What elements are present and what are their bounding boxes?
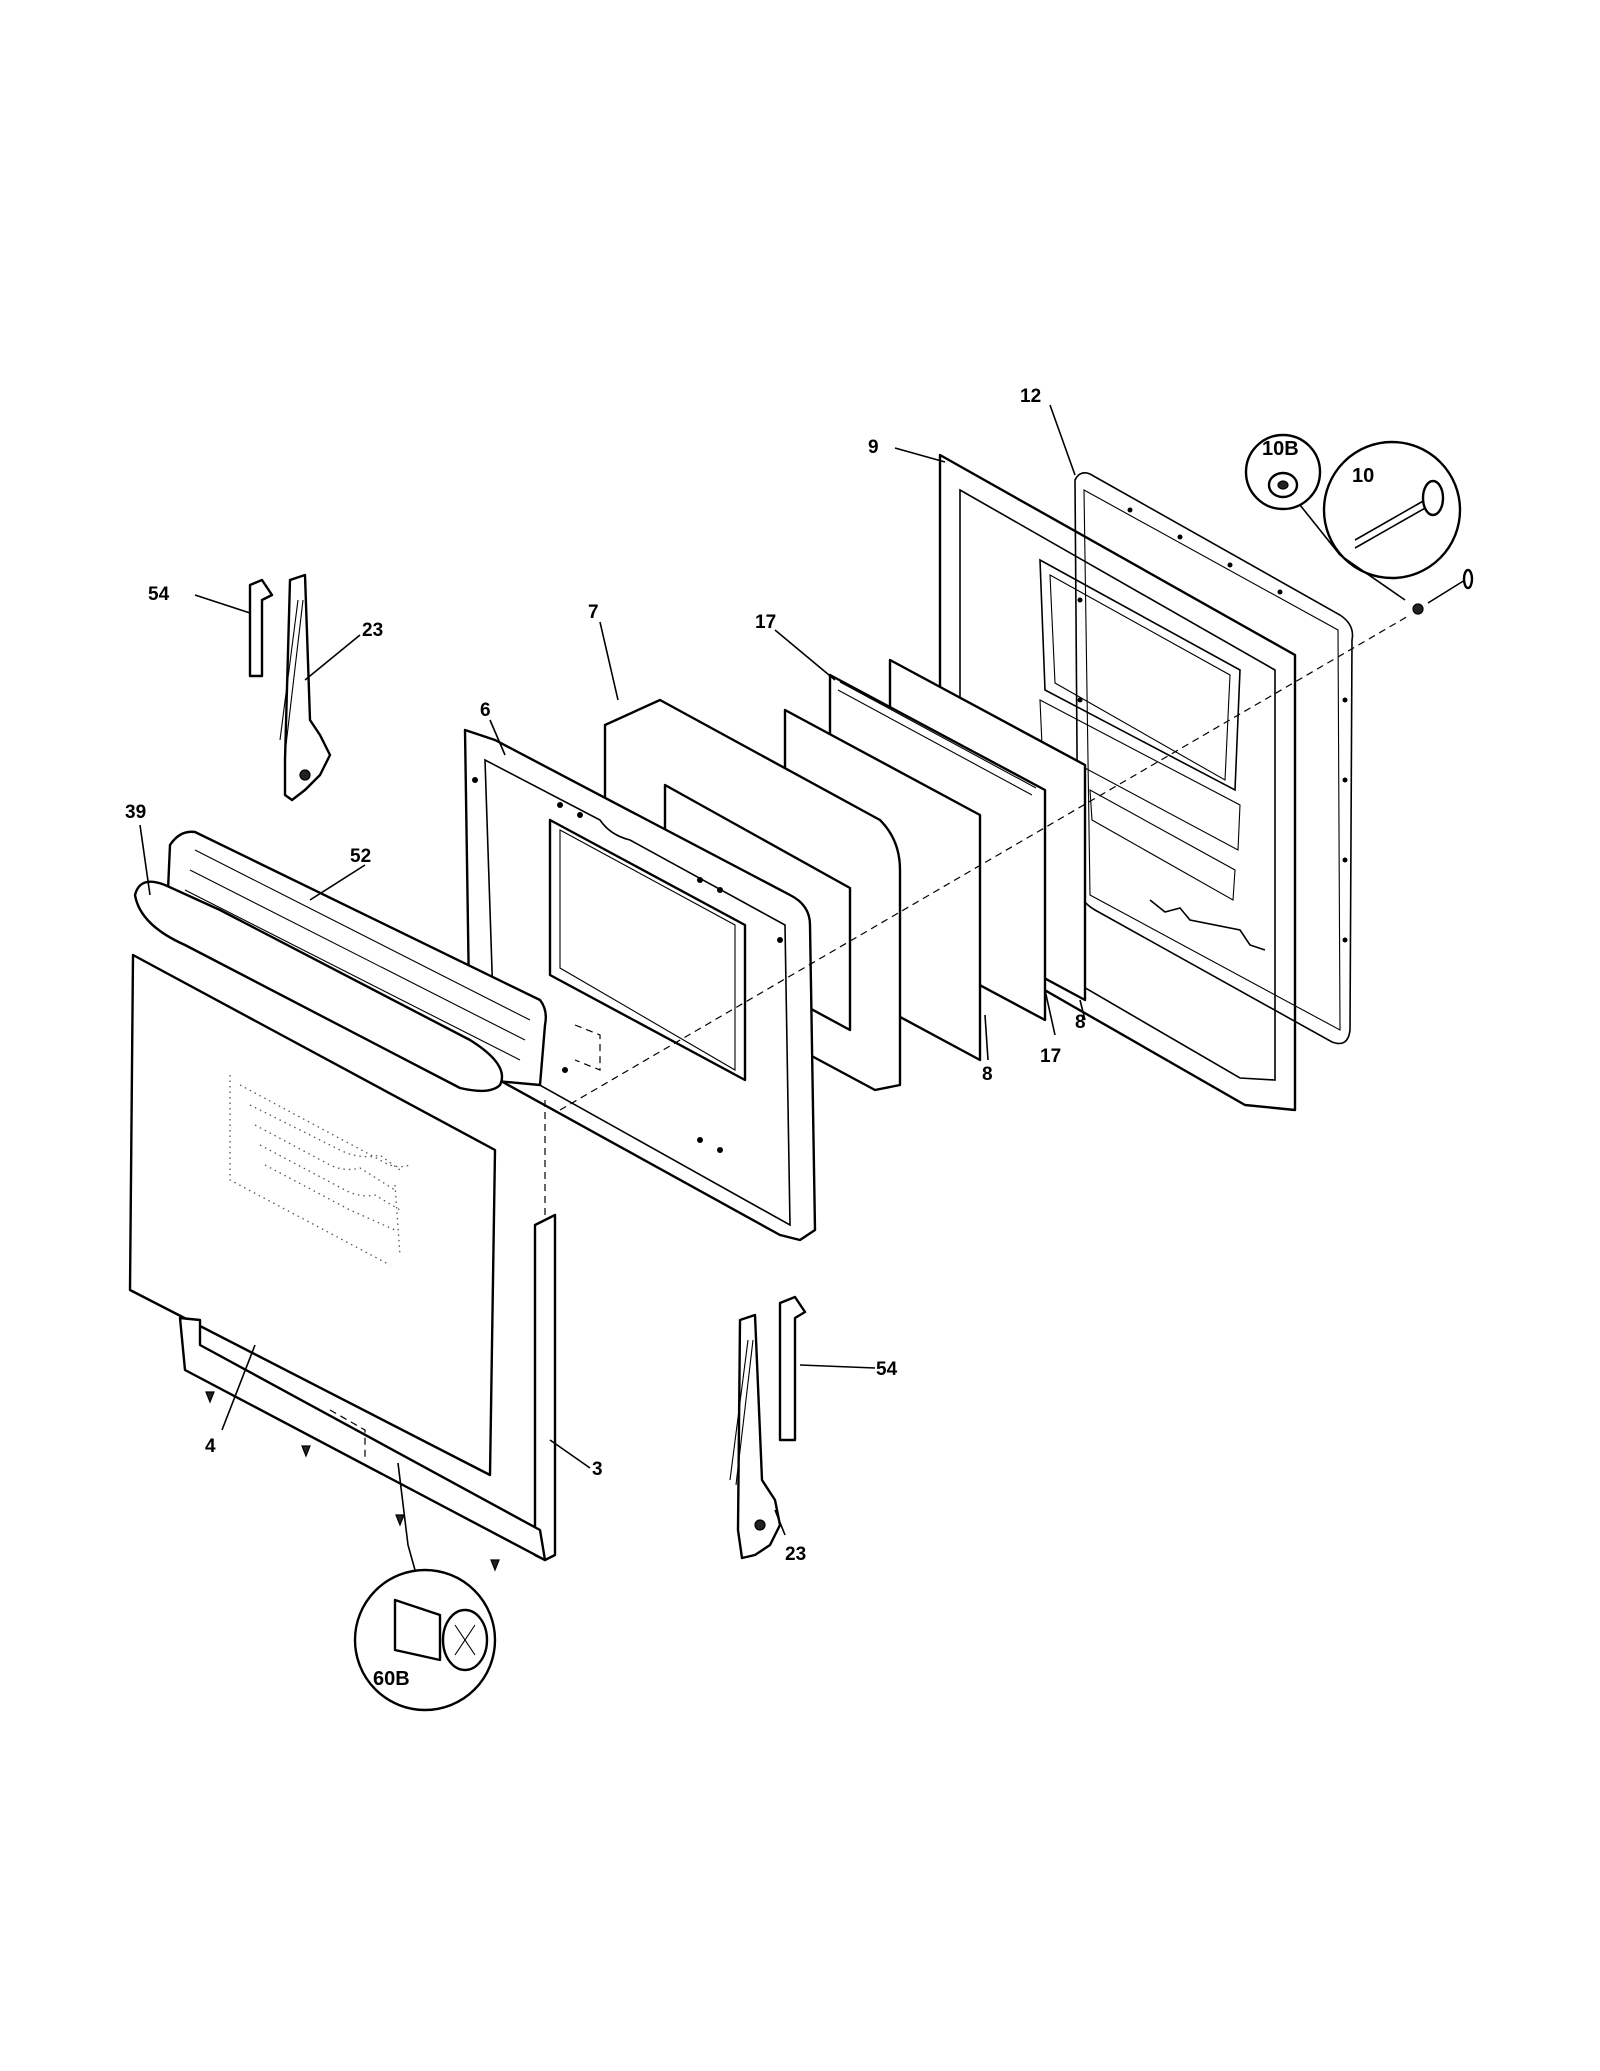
callout-7: 7 [588, 602, 599, 623]
callout-52: 52 [350, 846, 371, 867]
door-screw-10 [1412, 568, 1474, 615]
hinge-bottom-23 [729, 1313, 782, 1560]
callout-23-top: 23 [362, 620, 383, 641]
callout-6: 6 [480, 700, 491, 721]
inner-door-panel-6 [463, 728, 817, 1242]
callout-54-top: 54 [148, 584, 170, 605]
zoom-leader-60b [397, 1462, 416, 1571]
hinge-cover-top-54 [248, 578, 274, 678]
callout-8-left: 8 [982, 1064, 993, 1085]
door-frame-3 [178, 1213, 557, 1562]
zoom-leader-10b [1299, 504, 1406, 601]
door-trim-52 [166, 830, 548, 1087]
zoom-circle-10b [1244, 433, 1322, 511]
callout-8-right: 8 [1075, 1012, 1086, 1033]
zoom-circle-10 [1322, 440, 1462, 580]
callout-3: 3 [592, 1459, 603, 1480]
callout-17-top: 17 [755, 612, 776, 633]
outer-door-glass-4 [128, 953, 497, 1477]
zoom-circle-60b [353, 1568, 497, 1712]
hinge-top-23 [279, 573, 332, 802]
hinge-cover-bottom-54 [778, 1295, 807, 1442]
callout-4: 4 [205, 1436, 216, 1457]
callout-9: 9 [868, 437, 879, 458]
glass-dashed-line [329, 1409, 366, 1460]
assembly-dashed-box [574, 1024, 601, 1071]
callout-54-bottom: 54 [876, 1359, 898, 1380]
callout-10b: 10B [1262, 438, 1299, 460]
leader-lines [139, 404, 1086, 1536]
callout-39: 39 [125, 802, 146, 823]
callout-12: 12 [1020, 386, 1041, 407]
callout-17-bottom: 17 [1040, 1046, 1061, 1067]
callout-60b: 60B [373, 1668, 410, 1690]
callout-23-bottom: 23 [785, 1544, 806, 1565]
assembly-centerline [559, 614, 1411, 1111]
screw-icons [205, 1391, 500, 1572]
callout-10: 10 [1352, 465, 1374, 487]
door-handle-39 [133, 880, 504, 1093]
